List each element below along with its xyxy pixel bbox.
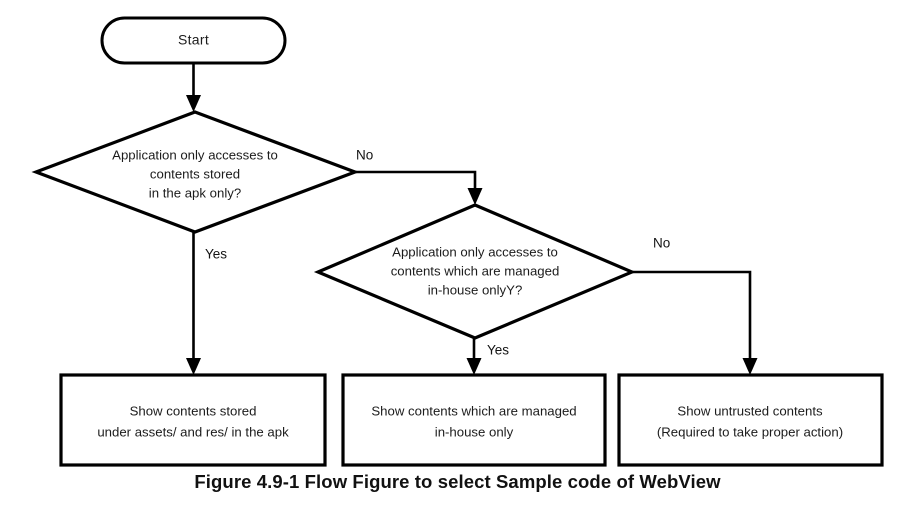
edge-decision-2-no: No [632, 236, 758, 375]
result-2-line-1: Show contents which are managed [371, 403, 576, 418]
arrow-head-icon [186, 358, 201, 375]
result-2-shape [341, 373, 607, 467]
edge-decision-2-yes: Yes [466, 338, 509, 375]
result-1-shape [59, 373, 327, 467]
node-result-2: Show contents which are managed in-house… [341, 373, 607, 467]
result-2-line-2: in-house only [435, 424, 514, 439]
edge-line [632, 270, 752, 361]
result-1-line-1: Show contents stored [130, 403, 257, 418]
arrow-head-icon [186, 95, 201, 112]
decision-1-line-1: Application only accesses to [112, 147, 278, 162]
edge-label-yes-2: Yes [487, 343, 509, 358]
decision-2-line-3: in-house onlyY? [428, 282, 523, 297]
node-result-1: Show contents stored under assets/ and r… [59, 373, 327, 467]
result-3-shape [617, 373, 884, 467]
edge-decision-1-no: No [355, 148, 483, 205]
edge-label-no-2: No [653, 236, 670, 251]
decision-2-line-1: Application only accesses to [392, 244, 558, 259]
node-start: Start [100, 16, 287, 65]
node-decision-2: Application only accesses to contents wh… [313, 203, 637, 340]
decision-1-line-3: in the apk only? [149, 185, 241, 200]
arrow-head-icon [466, 358, 482, 375]
edge-start-to-decision-1 [186, 63, 201, 112]
edge-label-yes-1: Yes [205, 247, 227, 262]
arrow-head-icon [742, 358, 758, 375]
edge-label-no-1: No [356, 148, 373, 163]
decision-1-shape [31, 110, 360, 234]
node-result-3: Show untrusted contents (Required to tak… [617, 373, 884, 467]
result-3-line-2: (Required to take proper action) [657, 424, 843, 439]
arrow-head-icon [467, 188, 483, 205]
result-3-line-1: Show untrusted contents [677, 403, 823, 418]
edge-line [355, 170, 477, 191]
start-label: Start [178, 32, 209, 48]
decision-2-line-2: contents which are managed [391, 263, 560, 278]
result-1-line-2: under assets/ and res/ in the apk [97, 424, 289, 439]
figure-caption: Figure 4.9-1 Flow Figure to select Sampl… [194, 471, 721, 492]
edge-decision-1-yes: Yes [186, 232, 227, 375]
node-decision-1: Application only accesses to contents st… [31, 110, 360, 234]
decision-1-line-2: contents stored [150, 166, 240, 181]
